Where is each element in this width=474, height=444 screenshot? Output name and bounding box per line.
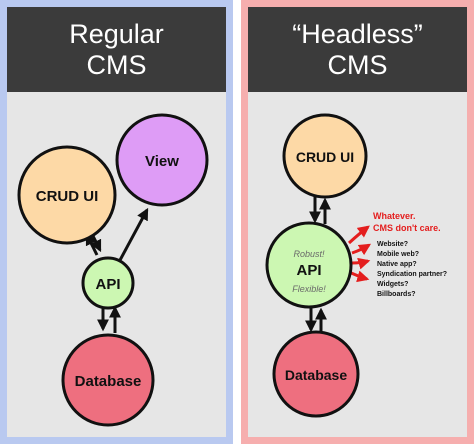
whatever-line2: CMS don't care. (373, 223, 441, 233)
target-billboards: Billboards? (377, 291, 416, 298)
regular-cms-title-line2: CMS (86, 49, 147, 80)
regular-cms-header: Regular CMS (7, 7, 226, 92)
api-node: API (81, 256, 135, 310)
headless-cms-diagram: CRUD UI Robust! API Flexible! Database W… (265, 113, 447, 418)
view-node: View (115, 113, 209, 207)
red-arrow-2 (351, 243, 372, 256)
api-label: API (296, 262, 321, 279)
red-arrow-1 (347, 225, 370, 245)
robust-label: Robust! (293, 249, 325, 259)
regular-cms-title-line1: Regular (69, 18, 164, 49)
api-label: API (95, 276, 120, 293)
crud-ui-label: CRUD UI (296, 149, 354, 165)
target-syndication-partner: Syndication partner? (377, 271, 447, 278)
crud-ui-label: CRUD UI (36, 188, 99, 205)
headless-cms-title-line2: CMS (327, 49, 388, 80)
api-node: Robust! API Flexible! (265, 221, 353, 309)
database-node: Database (61, 333, 155, 427)
database-node: Database (272, 330, 360, 418)
regular-cms-diagram: CRUD UI View API Database (17, 113, 209, 427)
target-native-app: Native app? (377, 261, 417, 268)
regular-cms-panel: Regular CMS CRUD UI View (0, 0, 233, 444)
arrow-api-to-view (117, 207, 149, 263)
crud-ui-node: CRUD UI (17, 145, 117, 245)
red-arrow-3 (351, 257, 371, 270)
view-label: View (145, 153, 179, 170)
target-mobile-web: Mobile web? (377, 251, 419, 258)
database-label: Database (75, 373, 142, 390)
target-widgets: Widgets? (377, 281, 408, 288)
database-label: Database (285, 367, 347, 383)
headless-cms-header: “Headless” CMS (248, 7, 467, 92)
flexible-label: Flexible! (292, 284, 326, 294)
regular-cms-panel-body: Regular CMS CRUD UI View (7, 7, 226, 437)
headless-cms-title-line1: “Headless” (292, 18, 423, 49)
crud-ui-node: CRUD UI (282, 113, 368, 199)
headless-cms-panel-body: “Headless” CMS (248, 7, 467, 437)
whatever-line1: Whatever. (373, 211, 416, 221)
target-website: Website? (377, 241, 408, 248)
headless-cms-panel: “Headless” CMS (241, 0, 474, 444)
